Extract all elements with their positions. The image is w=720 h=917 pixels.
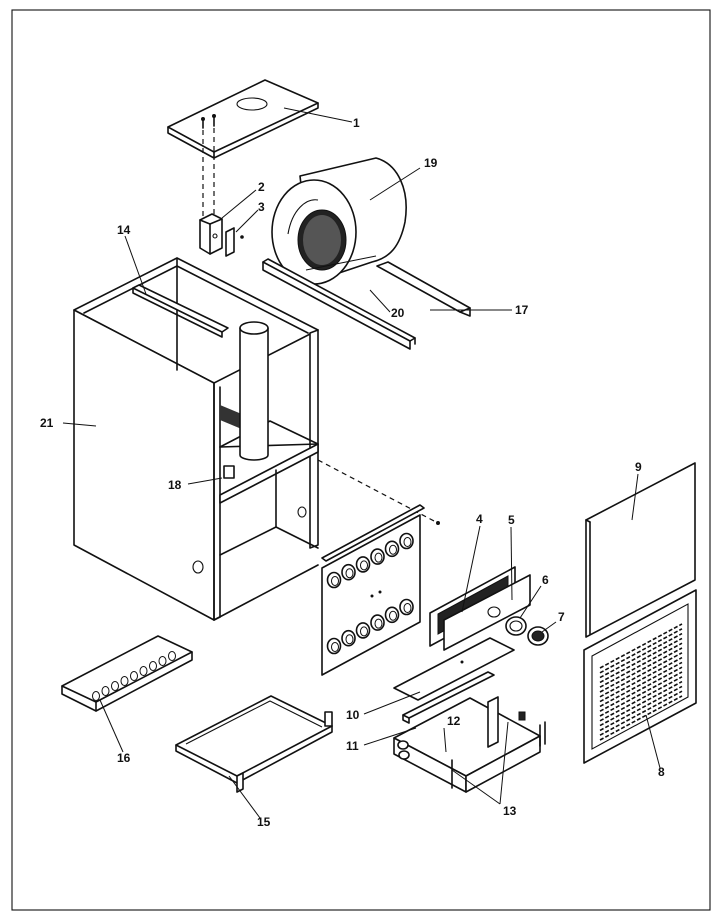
rack-slot: [92, 691, 100, 701]
grille-slot: [599, 671, 683, 717]
part-gasket-ring: [505, 616, 527, 636]
grille-slot: [599, 661, 683, 708]
callout-1: 1: [353, 116, 360, 130]
part-top-plate: [167, 79, 319, 218]
burner-opening-inner: [345, 634, 354, 645]
callout-20: 20: [391, 306, 405, 320]
grille-slot: [599, 690, 683, 736]
part-cabinet-top-rail: [132, 284, 229, 338]
grille-slot: [599, 623, 683, 669]
callout-11: 11: [346, 739, 359, 753]
rack-slot: [120, 676, 129, 686]
part-burner-rack: [61, 635, 193, 712]
burner-opening-inner: [345, 568, 354, 579]
rack-slot: [149, 661, 157, 671]
callout-9: 9: [635, 460, 642, 474]
grille-slot: [599, 680, 683, 727]
rack-slot: [158, 656, 167, 666]
rack-slot: [139, 666, 148, 676]
rack-slot: [168, 651, 176, 661]
callout-5: 5: [508, 513, 515, 527]
burner-opening-inner: [331, 576, 339, 586]
burner-opening-inner: [389, 544, 397, 555]
callout-15: 15: [257, 815, 271, 829]
part-burner-plate-front: [443, 574, 531, 651]
diagram-border: [11, 9, 711, 911]
grille-slot: [599, 652, 683, 698]
part-filter: [585, 462, 696, 638]
part-grille: [583, 589, 697, 764]
burner-opening-inner: [374, 552, 383, 563]
part-burner-box: [393, 671, 546, 793]
grille-slot: [599, 656, 683, 703]
callout-19: 19: [424, 156, 438, 170]
callout-13: 13: [503, 804, 517, 818]
grille-slot: [599, 695, 683, 741]
part-flue-pipe: [239, 321, 269, 461]
burner-opening-inner: [389, 610, 397, 621]
callout-labels: 1 2 3 4 5 6 7 8 9 10 11 12 13 14 15 16 1…: [40, 116, 665, 829]
burner-opening-inner: [374, 618, 383, 629]
callout-8: 8: [658, 765, 665, 779]
callout-2: 2: [258, 180, 265, 194]
part-heat-exchanger-panel: [321, 504, 425, 676]
part-blower: [271, 157, 407, 285]
grille-slot: [599, 676, 683, 722]
grille-slot: [599, 637, 683, 684]
callout-18: 18: [168, 478, 182, 492]
callout-21: 21: [40, 416, 54, 430]
callout-17: 17: [515, 303, 529, 317]
part-bracket: [199, 213, 223, 255]
burner-opening-inner: [403, 603, 412, 613]
rack-slot: [111, 681, 119, 691]
part-clip: [225, 227, 244, 257]
callout-4: 4: [476, 512, 483, 526]
burner-opening-inner: [331, 642, 339, 652]
grille-slot: [599, 628, 683, 674]
callout-3: 3: [258, 200, 265, 214]
callout-14: 14: [117, 223, 131, 237]
grille-slot: [599, 632, 683, 679]
grille-slot: [599, 666, 683, 712]
burner-opening-inner: [403, 537, 412, 547]
callout-16: 16: [117, 751, 131, 765]
rack-slot: [130, 671, 138, 681]
part-tray: [175, 695, 333, 793]
grille-slot: [599, 647, 683, 693]
grille-slot: [599, 685, 683, 732]
callout-10: 10: [346, 708, 360, 722]
burner-opening-inner: [360, 560, 368, 571]
burner-opening-inner: [360, 626, 368, 637]
rack-slot: [101, 686, 110, 696]
callout-12: 12: [447, 714, 461, 728]
part-side-rail: [376, 261, 471, 317]
callout-7: 7: [558, 610, 565, 624]
callout-6: 6: [542, 573, 549, 587]
grille-slot: [599, 642, 683, 688]
leader-lines: [62, 107, 661, 819]
part-blower-rail: [262, 258, 416, 350]
